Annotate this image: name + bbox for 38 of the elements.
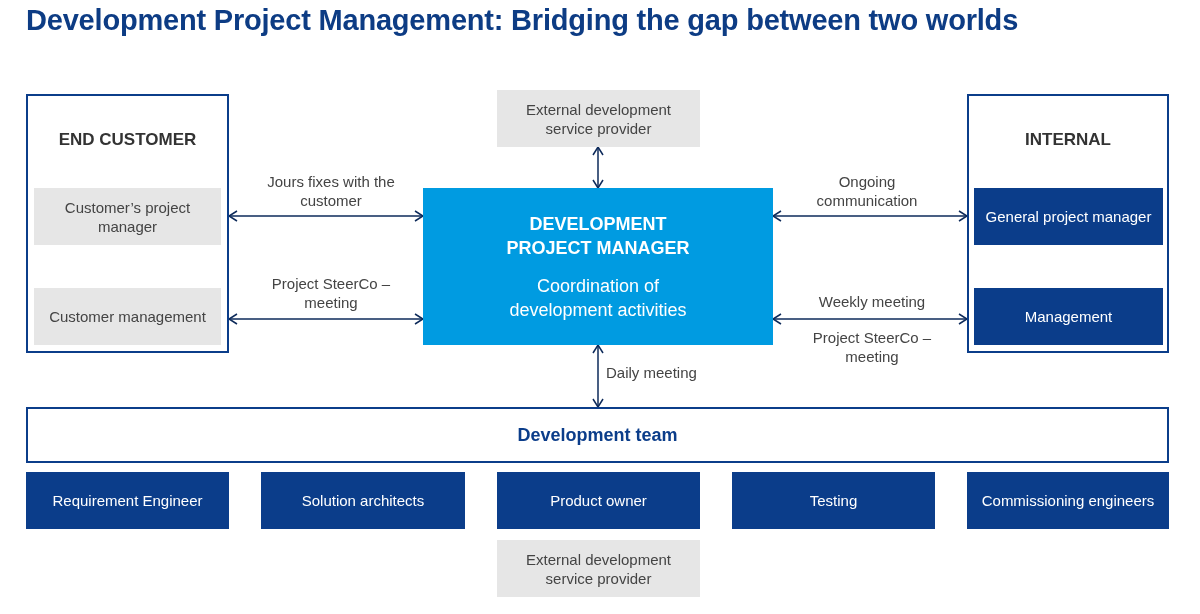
diagram-title: Development Project Management: Bridging the gap between two worlds: [26, 4, 1019, 37]
node-label: Customer’s project manager: [63, 197, 192, 236]
node-label: Solution architects: [301, 491, 425, 510]
node-label: DEVELOPMENT PROJECT MANAGER: [505, 212, 691, 260]
node-label: External development service provider: [524, 549, 673, 588]
node-label: INTERNAL: [1025, 130, 1111, 150]
role-box: [974, 288, 1163, 345]
double-arrow: [592, 146, 604, 189]
group-panel: [26, 94, 229, 353]
central-box: [423, 188, 773, 345]
node-label: END CUSTOMER: [58, 130, 197, 150]
role-box: [497, 90, 700, 147]
node-label: General project manager: [985, 207, 1152, 226]
node-label: External development service provider: [524, 99, 673, 138]
node-label: Management: [1024, 307, 1113, 326]
node-label: Requirement Engineer: [52, 491, 203, 510]
team-bar: [26, 407, 1169, 463]
double-arrow: [228, 210, 424, 222]
node-label: Testing: [809, 491, 858, 510]
role-box: [967, 472, 1169, 529]
double-arrow: [592, 344, 604, 408]
role-box: [34, 188, 221, 245]
double-arrow: [228, 313, 424, 325]
node-label: Commissioning engineers: [981, 491, 1155, 510]
double-arrow: [772, 313, 968, 325]
role-box: [497, 540, 700, 597]
node-label: Development team: [517, 424, 678, 446]
role-box: [34, 288, 221, 345]
node-label: Customer management: [49, 307, 206, 326]
node-label: Product owner: [550, 491, 647, 510]
role-box: [732, 472, 935, 529]
node-description: Coordination of development activities: [508, 274, 688, 322]
double-arrow: [772, 210, 968, 222]
role-box: [974, 188, 1163, 245]
role-box: [497, 472, 700, 529]
role-box: [26, 472, 229, 529]
role-box: [261, 472, 465, 529]
group-panel: [967, 94, 1169, 353]
